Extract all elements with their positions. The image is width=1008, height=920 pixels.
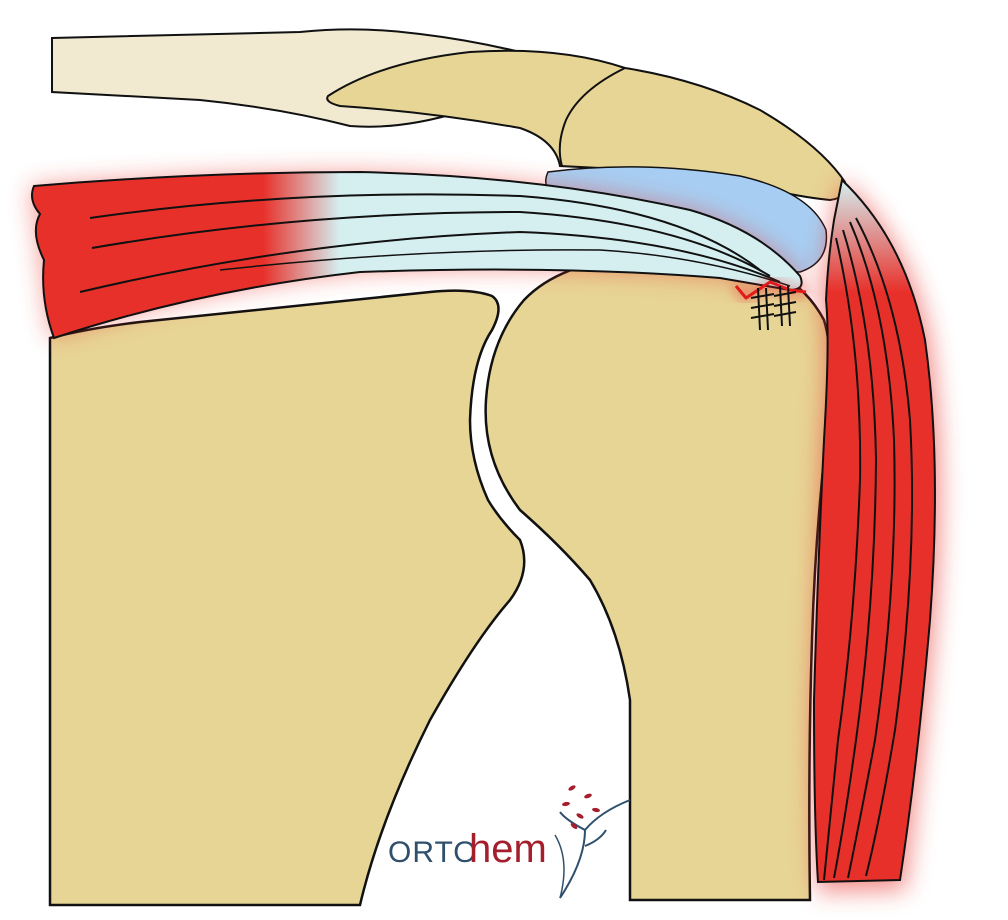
deltoid-muscle [812,178,941,892]
logo-part-hem: hem [469,827,547,871]
suture-anchors [734,279,807,331]
acromion [326,49,847,202]
supraspinatus-tendon [30,170,808,340]
logo-part-orto: ORTO [388,836,478,869]
scapula-glenoid [48,289,526,907]
acromioclavicular-joint-line [558,67,626,167]
ortohem-branch-logo-icon [554,785,631,899]
humeral-head [484,253,832,902]
ortohem-logo: ORTO hem [388,785,631,899]
